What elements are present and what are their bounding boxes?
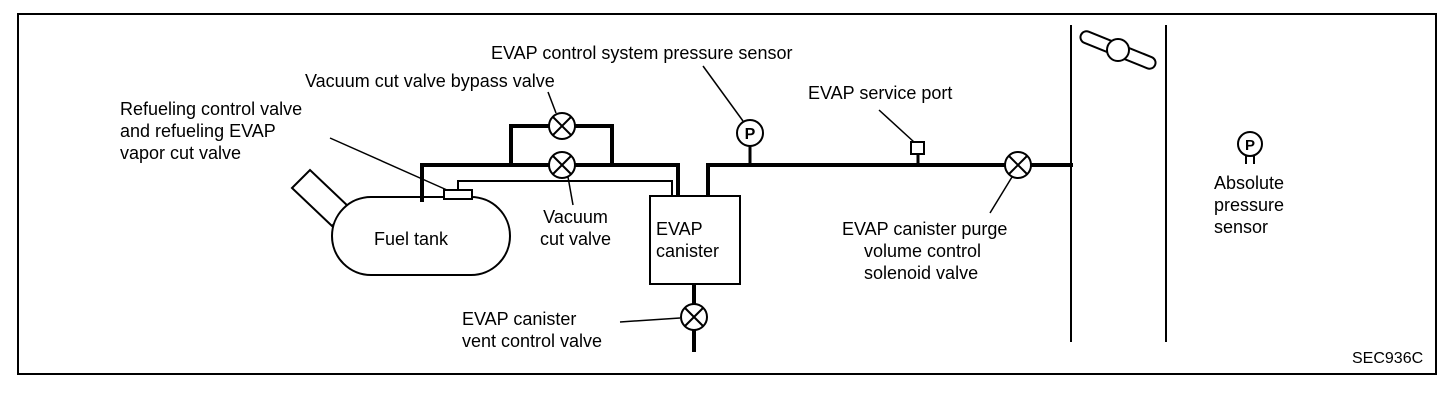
canister-label-line-2: canister <box>656 241 720 261</box>
refueling-valve-label: Refueling control valve and refueling EV… <box>120 98 302 164</box>
service-port-icon <box>910 141 925 155</box>
refueling-valve-label-line-3: vapor cut valve <box>120 143 242 163</box>
bypass-valve-icon <box>548 112 576 140</box>
pressure-sensor-symbol: P <box>745 126 756 143</box>
refueling-control-valve-box <box>443 189 473 200</box>
vent-valve-icon <box>680 303 708 331</box>
absolute-sensor-label-line-3: sensor <box>1214 217 1269 237</box>
leader-lines <box>329 65 1013 323</box>
bypass-valve-label-line: Vacuum cut valve bypass valve <box>305 71 555 91</box>
refueling-valve-label-line-1: Refueling control valve <box>120 99 303 119</box>
pressure-sensor-icon: P <box>736 119 764 147</box>
canister-label-line-1: EVAP <box>656 219 703 239</box>
pressure-sensor-label-line: EVAP control system pressure sensor <box>491 43 793 63</box>
absolute-sensor-label-line-1: Absolute <box>1214 173 1285 193</box>
pressure-sensor-label: EVAP control system pressure sensor <box>491 42 792 64</box>
purge-valve-label-line-2: volume control <box>864 241 982 261</box>
vent-valve-label-line-2: vent control valve <box>462 331 603 351</box>
purge-valve-icon <box>1004 151 1032 179</box>
canister-label: EVAP canister <box>656 218 719 262</box>
fuel-tank-label-line: Fuel tank <box>374 229 449 249</box>
absolute-pressure-sensor-icon: P <box>1237 131 1263 164</box>
purge-valve-label-line-3: solenoid valve <box>864 263 979 283</box>
diagram-frame <box>17 13 1437 375</box>
vacuum-cut-valve-label-line-1: Vacuum <box>543 207 608 227</box>
bypass-valve-label: Vacuum cut valve bypass valve <box>305 70 555 92</box>
service-port-label-line: EVAP service port <box>808 83 953 103</box>
purge-valve-label-line-1: EVAP canister purge <box>842 219 1008 239</box>
evap-canister-box <box>649 195 741 285</box>
service-port-label: EVAP service port <box>808 82 952 104</box>
fuel-tank-label: Fuel tank <box>374 228 448 250</box>
absolute-sensor-label-line-2: pressure <box>1214 195 1285 215</box>
absolute-sensor-symbol: P <box>1245 137 1255 154</box>
refueling-valve-label-line-2: and refueling EVAP <box>120 121 276 141</box>
vent-valve-label: EVAP canister vent control valve <box>462 308 602 352</box>
absolute-sensor-label: Absolute pressure sensor <box>1214 172 1284 238</box>
vacuum-cut-valve-icon <box>548 151 576 179</box>
purge-valve-label: EVAP canister purge volume control solen… <box>842 218 1007 284</box>
vacuum-cut-valve-label-line-2: cut valve <box>540 229 612 249</box>
throttle-valve-icon <box>1079 30 1157 70</box>
figure-code: SEC936C <box>1352 350 1424 367</box>
vacuum-cut-valve-label: Vacuum cut valve <box>540 206 611 250</box>
vent-valve-label-line-1: EVAP canister <box>462 309 577 329</box>
